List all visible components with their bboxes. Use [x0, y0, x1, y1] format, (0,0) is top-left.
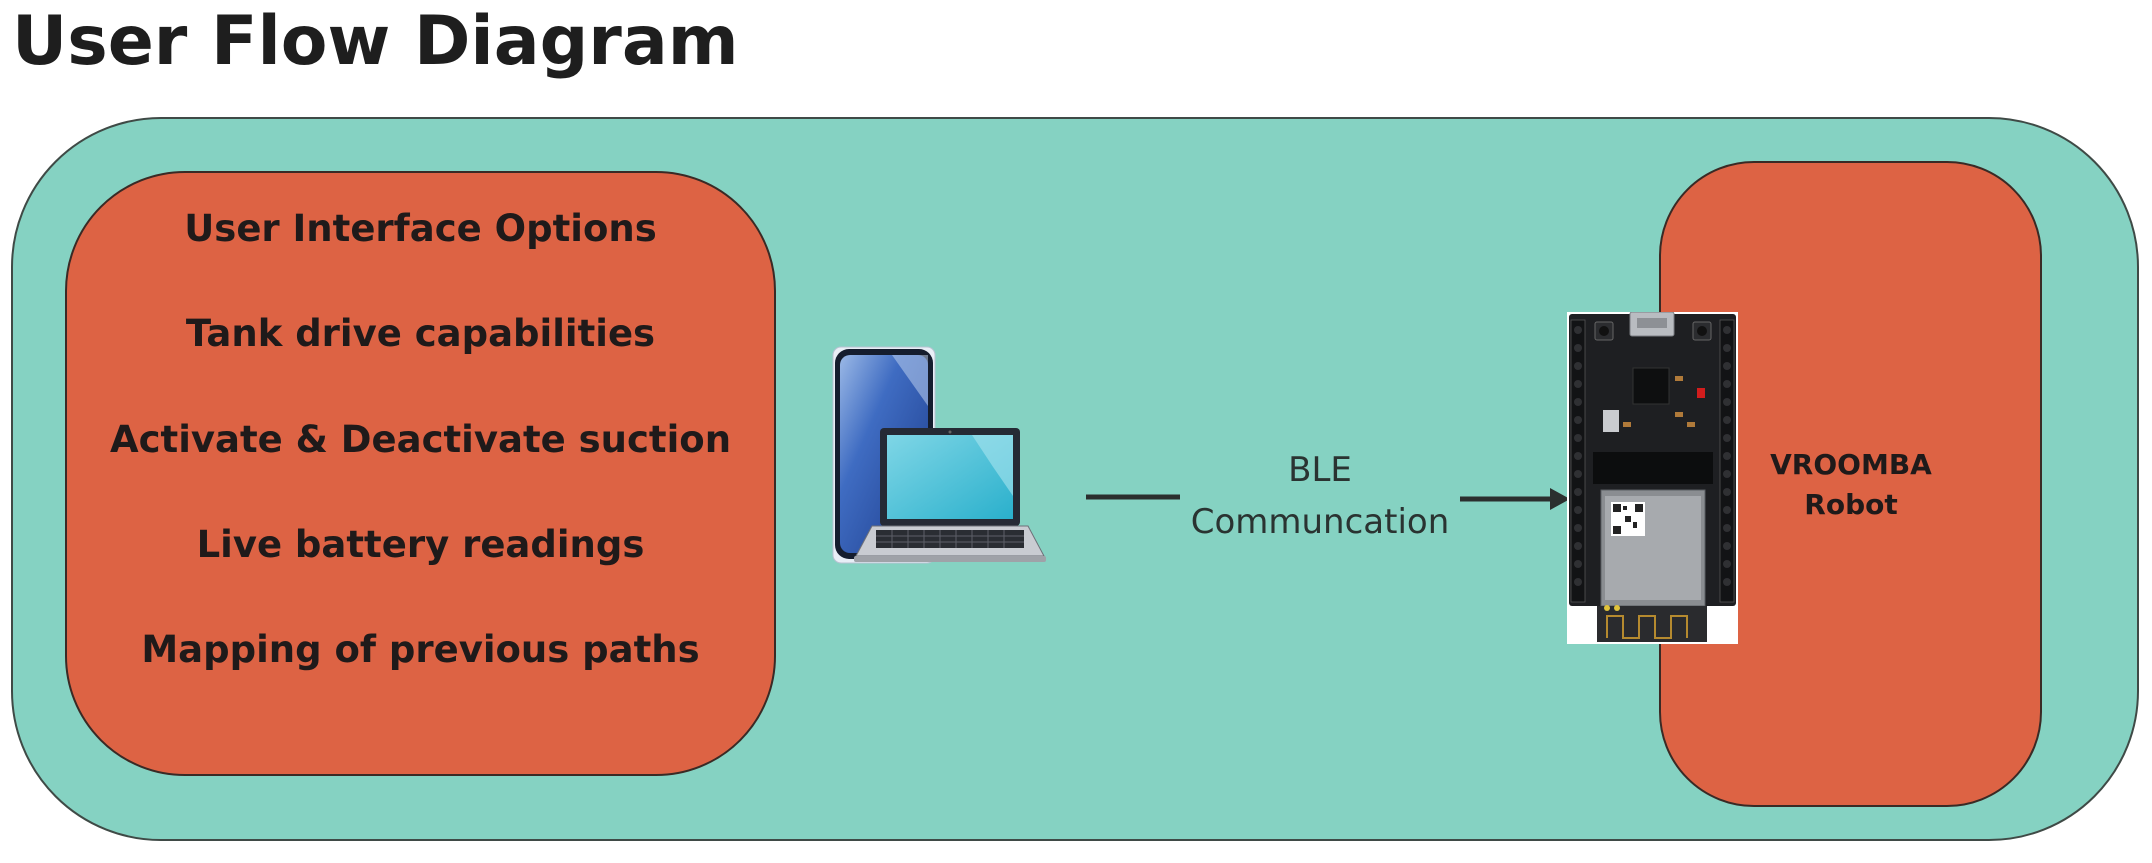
phone-and-laptop-icon: [832, 346, 1046, 564]
ui-option-suction: Activate & Deactivate suction: [109, 418, 732, 461]
ui-option-interface: User Interface Options: [184, 207, 657, 250]
ui-option-mapping: Mapping of previous paths: [141, 628, 700, 671]
robot-type-label: Robot: [1804, 488, 1898, 521]
user-interface-box: User Interface Options Tank drive capabi…: [65, 171, 776, 776]
esp32-board-icon: [1567, 312, 1738, 644]
ui-option-battery: Live battery readings: [196, 523, 645, 566]
ble-label: BLE: [1288, 450, 1352, 490]
ble-connection-arrow: [1086, 488, 1570, 510]
page-title: User Flow Diagram: [12, 2, 739, 81]
arrow-right-icon: [1550, 488, 1570, 510]
ui-option-tank-drive: Tank drive capabilities: [185, 312, 656, 355]
communication-label: Communcation: [1190, 502, 1450, 542]
robot-name-label: VROOMBA: [1770, 448, 1932, 481]
